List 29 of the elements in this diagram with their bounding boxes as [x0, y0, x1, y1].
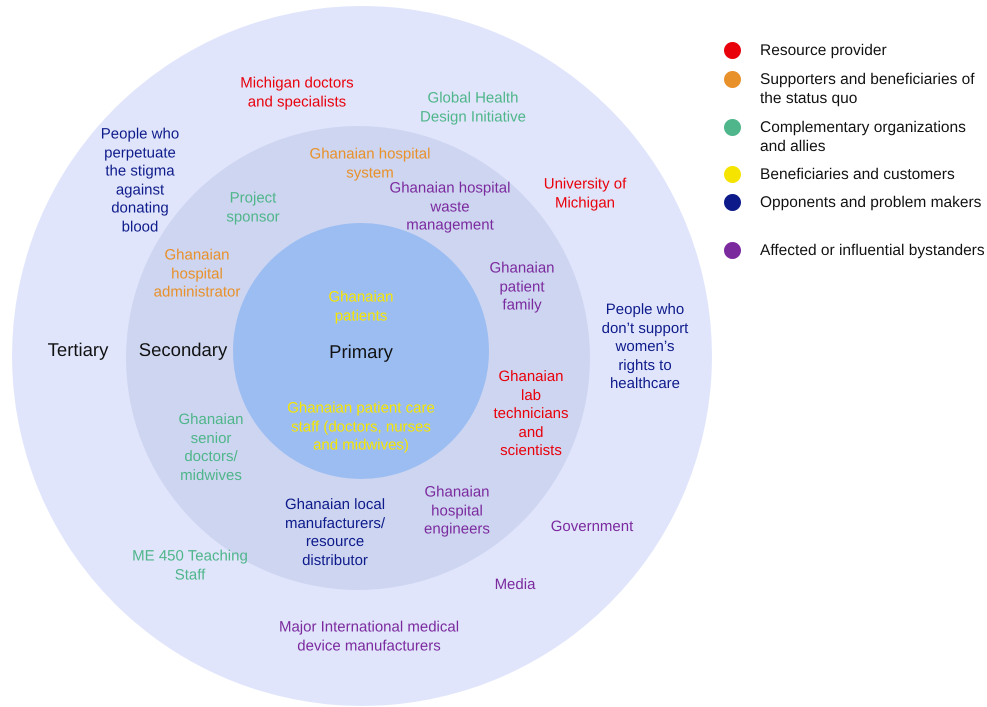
ring-label: Primary [329, 341, 393, 363]
stakeholder-label: Michigan doctors and specialists [239, 74, 355, 112]
stakeholder-label: Ghanaian hospital system [308, 146, 432, 182]
stakeholder-label: Ghanaian senior doctors/ midwives [177, 411, 245, 485]
legend-label: Supporters and beneficiaries of the status quo [760, 70, 976, 108]
legend-label: Affected or influential bystanders [760, 241, 985, 260]
ring-label: Secondary [138, 339, 228, 361]
stakeholder-label: Ghanaian hospital engineers [423, 483, 491, 539]
stakeholder-label: Ghanaian hospital administrator [152, 246, 242, 302]
stakeholder-label: Ghanaian lab technicians and scientists [492, 368, 570, 460]
stakeholder-label: Global Health Design Initiative [419, 90, 527, 126]
stakeholder-label: Media [494, 576, 536, 594]
stakeholder-label: Ghanaian patients [327, 288, 395, 326]
stakeholder-label: People who don’t support women’s rights to healthcare [600, 300, 690, 394]
stakeholder-label: People who perpetuate the stigma against donating blood [100, 126, 180, 236]
legend-label: Complementary organizations and allies [760, 118, 967, 156]
ring-label: Tertiary [48, 339, 108, 361]
stakeholder-label: University of Michigan [542, 176, 628, 212]
stakeholder-label: Ghanaian patient care staff (doctors, nurses and midwives) [286, 399, 436, 455]
stakeholder-label: Government [550, 518, 634, 536]
stakeholder-label: Project sponsor [225, 190, 281, 226]
stakeholder-label: Major International medical device manufacturers [278, 618, 460, 656]
stakeholder-label: ME 450 Teaching Staff [131, 548, 249, 584]
legend-label: Beneficiaries and customers [760, 165, 955, 184]
stakeholder-label: Ghanaian local manufacturers/ resource distributor [284, 496, 386, 570]
legend-label: Opponents and problem makers [760, 193, 982, 212]
legend-label: Resource provider [760, 41, 887, 60]
stakeholder-label: Ghanaian patient family [488, 259, 556, 315]
stakeholder-label: Ghanaian hospital waste management [390, 179, 512, 235]
